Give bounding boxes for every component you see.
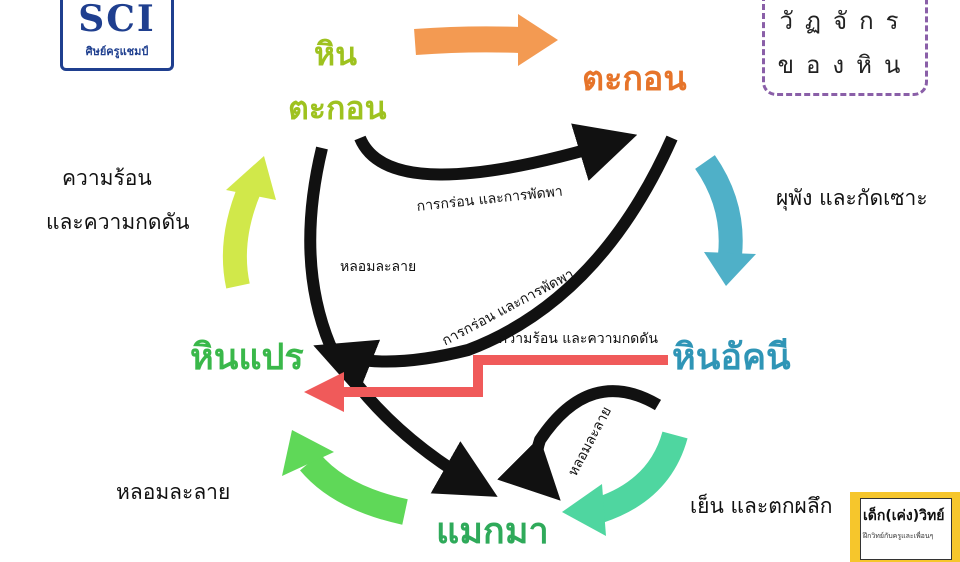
process-melting-inner: หลอมละลาย: [340, 259, 417, 275]
arrow-igneous-to-magma: [562, 431, 688, 536]
process-cooling: เย็น และตกผลึก: [690, 494, 833, 518]
arrow-sediment-to-igneous: [695, 155, 756, 286]
sci-logo: SCI ศิษย์ครูแชมป์: [60, 0, 174, 71]
node-metamorphic: หินแปร: [190, 337, 304, 378]
process-heat-pressure-inner: ความร้อน และความกดดัน: [498, 331, 658, 347]
node-sediment: ตะกอน: [582, 59, 687, 99]
title-line-2: ของหิน: [777, 51, 913, 79]
node-magma: แมกมา: [436, 511, 549, 552]
arrow-sedimentary-to-sediment: [414, 14, 558, 66]
logo-text: SCI: [78, 0, 156, 40]
arrow-erosion-to-metamorphic: [313, 135, 678, 396]
arrow-melting-igneous: [497, 385, 662, 501]
process-heat-pressure-left-1: ความร้อน: [62, 166, 152, 190]
process-weathering-erosion: ผุพัง และกัดเซาะ: [776, 186, 928, 210]
logo-subtitle: ศิษย์ครูแชมป์: [85, 45, 149, 58]
badge-subtitle: ฝึกวิทย์กับครูและเพื่อนๆ: [863, 532, 934, 540]
arrow-heat-pressure-red: [304, 355, 668, 412]
corner-badge: เด็ก(เค่ง)วิทย์ ฝึกวิทย์กับครูและเพื่อนๆ: [850, 492, 960, 562]
diagram-title-box: วัฏจักร ของหิน: [762, 0, 928, 96]
title-line-1: วัฏจักร: [779, 7, 911, 35]
process-heat-pressure-left-2: และความกดดัน: [46, 210, 190, 234]
node-sedimentary-line2: ตะกอน: [288, 89, 387, 127]
process-melting-left: หลอมละลาย: [116, 480, 231, 504]
badge-text: เด็ก(เค่ง)วิทย์: [863, 508, 945, 524]
node-sedimentary-line1: หิน: [314, 35, 357, 73]
arrow-magma-to-metamorphic: [282, 430, 408, 525]
arrow-metamorphic-to-sedimentary: [222, 156, 276, 289]
arrow-erosion-sediment-inner: [354, 123, 638, 181]
node-igneous: หินอัคนี: [672, 337, 791, 378]
badge-card: เด็ก(เค่ง)วิทย์ ฝึกวิทย์กับครูและเพื่อนๆ: [860, 498, 952, 560]
